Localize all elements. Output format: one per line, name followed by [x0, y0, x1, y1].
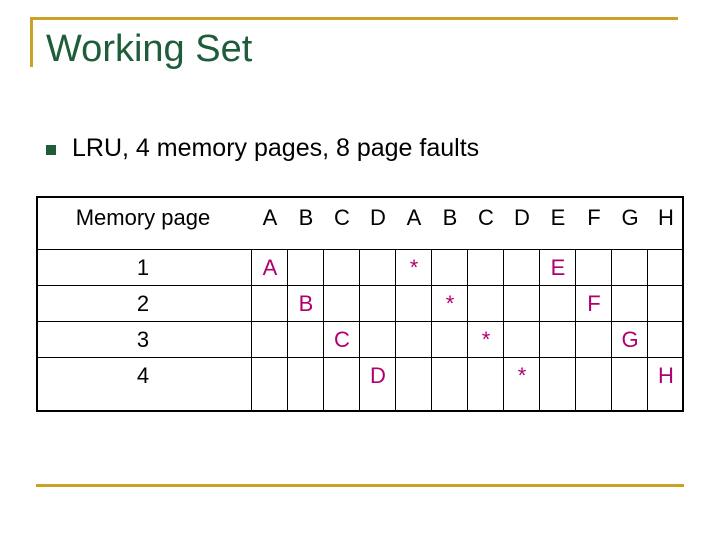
row-divider [36, 285, 684, 286]
loaded-page-E: E [550, 255, 566, 280]
loaded-page-A: A [262, 255, 278, 280]
working-set-table [36, 196, 684, 412]
loaded-page-F: F [587, 291, 601, 316]
column-divider [647, 249, 648, 411]
column-divider [287, 249, 288, 411]
reference-7: C [478, 205, 494, 230]
hit-marker: * [481, 327, 491, 352]
hit-marker: * [445, 291, 455, 316]
reference-12: H [658, 205, 674, 230]
bottom-accent-line [36, 484, 684, 487]
loaded-page-D: D [370, 363, 386, 388]
slide-title: Working Set [46, 28, 253, 70]
memory-page-label-2: 2 [136, 291, 150, 316]
loaded-page-G: G [621, 327, 639, 352]
loaded-page-H: H [658, 363, 674, 388]
reference-1: A [262, 205, 278, 230]
reference-8: D [514, 205, 530, 230]
hit-marker: * [517, 363, 527, 388]
loaded-page-C: C [334, 327, 350, 352]
reference-6: B [442, 205, 458, 230]
loaded-page-B: B [298, 291, 314, 316]
bullet-square-icon [46, 145, 56, 155]
column-divider [503, 249, 504, 411]
column-divider [251, 249, 252, 411]
reference-9: E [550, 205, 566, 230]
top-accent-line [30, 17, 678, 20]
column-divider [611, 249, 612, 411]
row-divider [36, 249, 684, 250]
column-divider [395, 249, 396, 411]
column-divider [467, 249, 468, 411]
row-divider [36, 357, 684, 358]
header-label: Memory page [75, 205, 211, 230]
column-divider [359, 249, 360, 411]
reference-4: D [370, 205, 386, 230]
column-divider [575, 249, 576, 411]
row-divider [36, 321, 684, 322]
left-accent-line [30, 17, 33, 67]
column-divider [431, 249, 432, 411]
reference-5: A [406, 205, 422, 230]
reference-10: F [587, 205, 601, 230]
reference-11: G [621, 205, 639, 230]
column-divider [323, 249, 324, 411]
bullet-text: LRU, 4 memory pages, 8 page faults [72, 134, 480, 162]
memory-page-label-4: 4 [136, 363, 150, 388]
hit-marker: * [409, 255, 419, 280]
reference-2: B [298, 205, 314, 230]
column-divider [539, 249, 540, 411]
memory-page-label-3: 3 [136, 327, 150, 352]
reference-3: C [334, 205, 350, 230]
memory-page-label-1: 1 [136, 255, 150, 280]
